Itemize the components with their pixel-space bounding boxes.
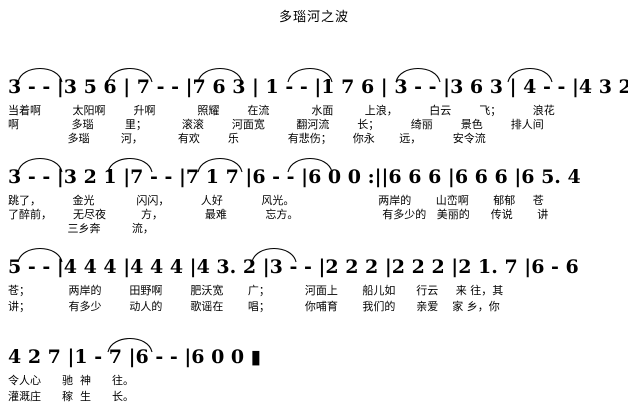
lyric-line: 灌溉庄 稼 生 长。	[8, 390, 134, 403]
lyric-line: 跳了， 金光 闪闪， 人好 风光。 两岸的 山峦啊 郁郁 苍	[8, 194, 544, 207]
page-title: 多瑙河之波	[278, 10, 349, 25]
note-row: 3 - - |3 5 6 | 7 - - |7 6 3 | 1 - - |1 7…	[8, 76, 628, 98]
note-row: 4 2 7 |1 - 7 |6 - - |6 0 0 ▮	[8, 346, 262, 368]
note-row: 3 - - |3 2 1 |7 - - |7 1 7 |6 - - |6 0 0…	[8, 166, 581, 188]
lyric-line: 啊 多瑙 里； 滚滚 河面宽 翻河流 长； 绮丽 景色 排人间	[8, 118, 544, 131]
lyric-line: 讲； 有多少 动人的 歌谣在 唱； 你哺育 我们的 亲爱 家 乡，你	[8, 300, 500, 313]
lyric-line: 苍； 两岸的 田野啊 肥沃宽 广； 河面上 船儿如 行云 来 往，其	[8, 284, 504, 297]
lyric-line: 了醉前， 无尽夜 方， 最难 忘方。 有多少的 美丽的 传说 讲	[8, 208, 549, 221]
slur-arcs	[17, 68, 553, 83]
lyric-line: 多瑙 河， 有欢 乐 有悲伤； 你永 远， 安令流	[8, 132, 486, 145]
slur-arcs	[17, 158, 333, 173]
note-row: 5 - - |4 4 4 |4 4 4 |4 3. 2 |3 - - |2 2 …	[8, 256, 579, 278]
lyric-line: 令人心 驰 神 往。	[8, 374, 134, 387]
lyric-line: 当着啊 太阳啊 升啊 照耀 在流 水面 上浪， 白云 飞； 浪花	[8, 104, 555, 117]
slur-arcs	[17, 248, 297, 263]
slur-arcs	[107, 338, 153, 353]
lyric-line: 三乡奔 流，	[8, 222, 501, 235]
